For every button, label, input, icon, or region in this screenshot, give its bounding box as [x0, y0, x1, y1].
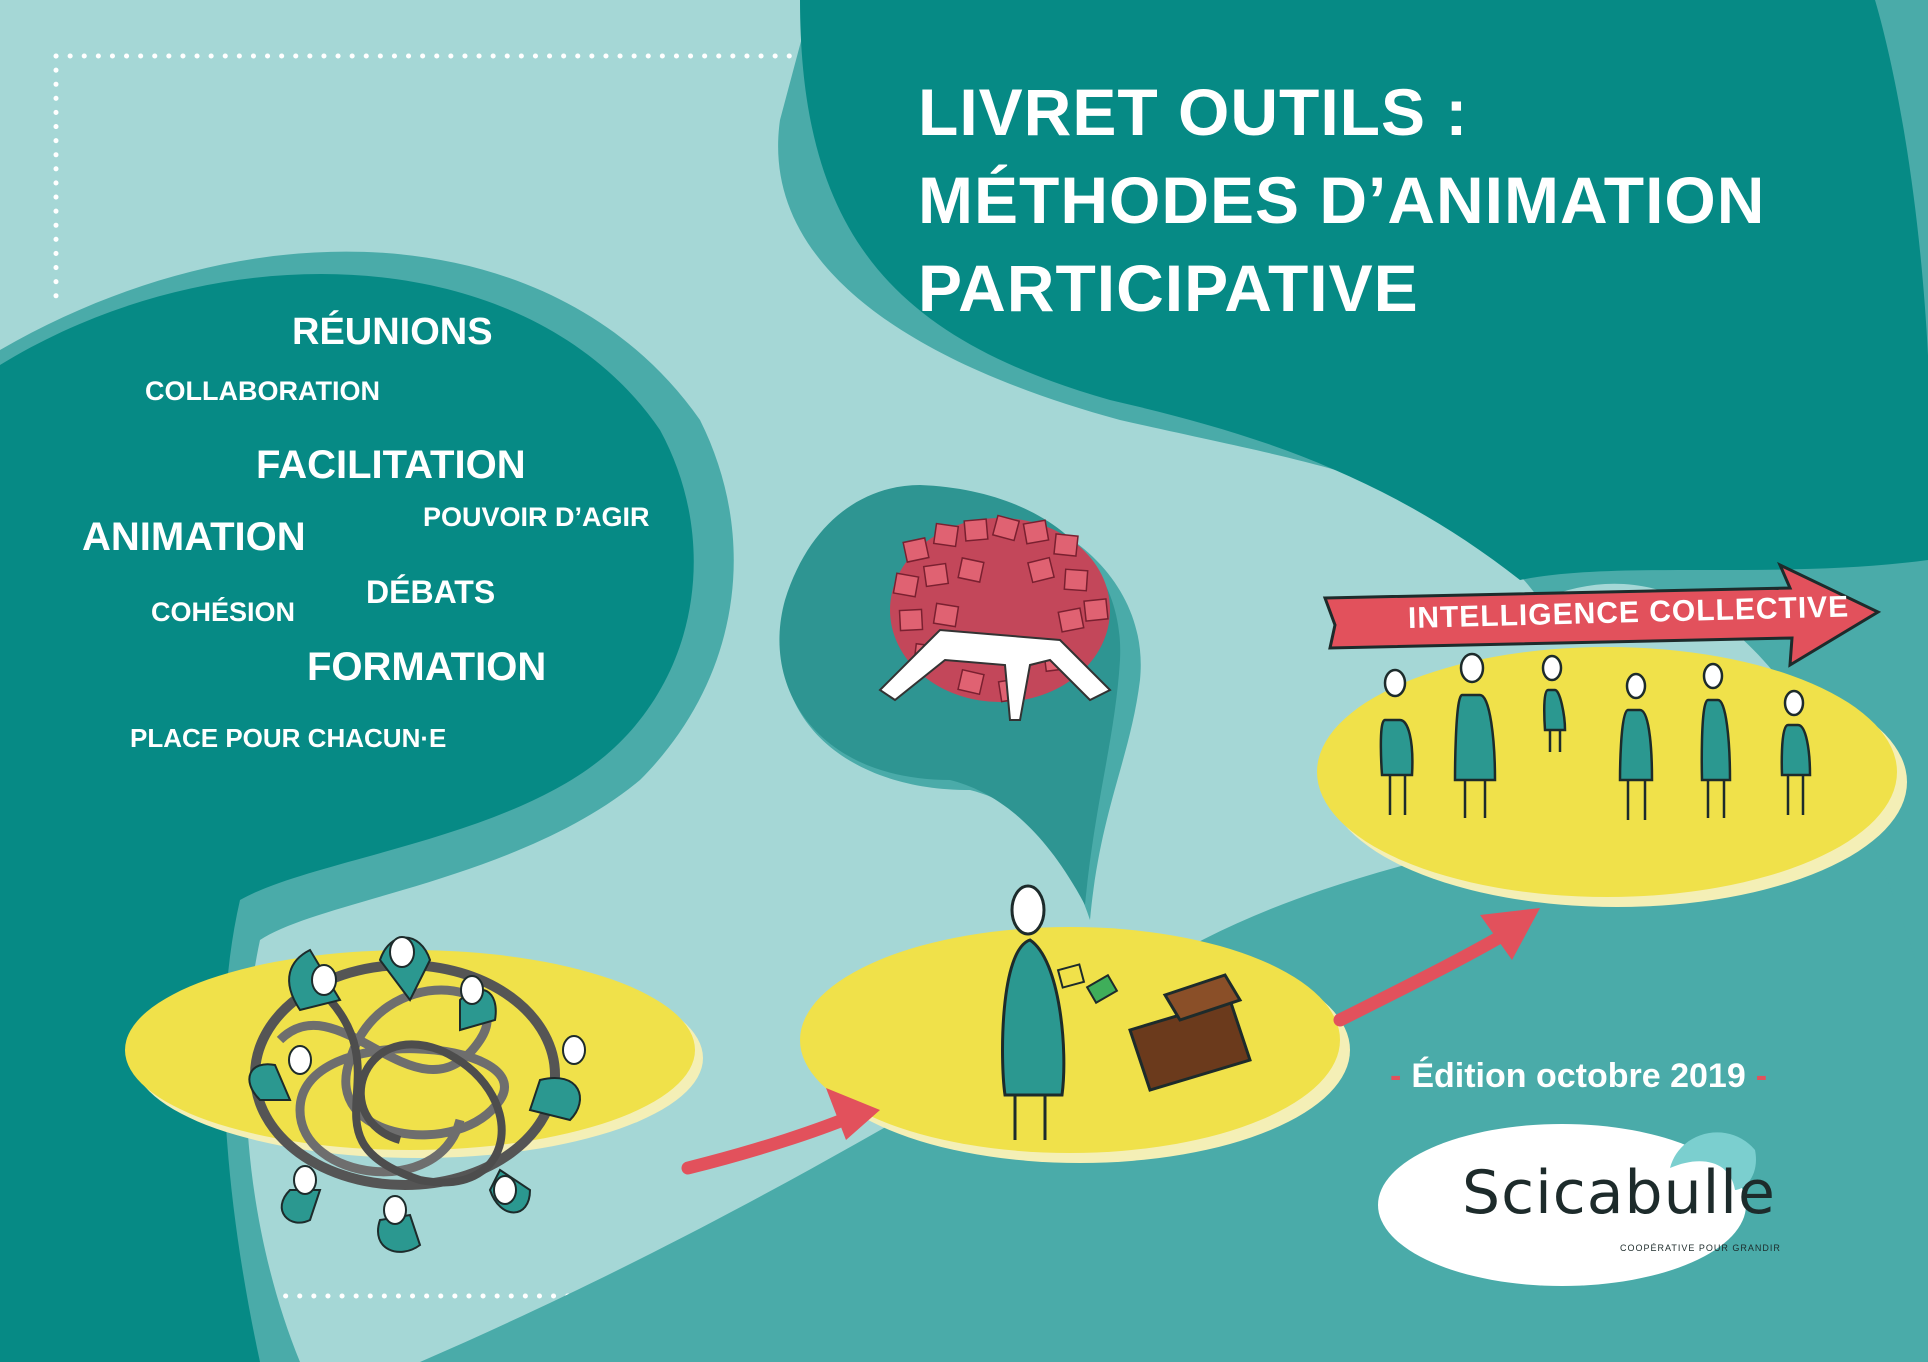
keyword-place-pour-chacun: PLACE POUR CHACUN·E: [130, 723, 447, 753]
title-bubble: [800, 0, 1928, 580]
title-line-1: LIVRET OUTILS :: [918, 75, 1469, 149]
edition-dash-left: -: [1390, 1057, 1402, 1095]
keyword-collaboration: COLLABORATION: [145, 376, 380, 406]
edition-date: Édition octobre 2019: [1411, 1057, 1746, 1095]
logo-swoosh: [1670, 1132, 1756, 1190]
title-line-3: PARTICIPATIVE: [918, 251, 1419, 325]
keyword-facilitation: FACILITATION: [256, 443, 526, 487]
keyword-animation: ANIMATION: [82, 515, 306, 559]
cover-title: LIVRET OUTILS : MÉTHODES D’ANIMATION PAR…: [918, 68, 1765, 332]
keyword-cohesion: COHÉSION: [151, 597, 296, 627]
person-with-suitcase-illustration: [1001, 884, 1252, 1140]
logo-tagline: COOPÉRATIVE POUR GRANDIR: [1620, 1243, 1781, 1253]
dotted-frame-top-left: [53, 53, 803, 303]
keyword-reunions: RÉUNIONS: [292, 311, 493, 353]
title-line-2: MÉTHODES D’ANIMATION: [918, 163, 1766, 237]
keyword-bubble: [0, 273, 694, 1362]
keyword-formation: FORMATION: [307, 645, 547, 689]
collective-banner-illustration: [1322, 561, 1882, 820]
tangled-group-illustration: [248, 936, 586, 1253]
keyword-debats: DÉBATS: [366, 574, 496, 610]
sticky-notes-ball: [878, 514, 1112, 721]
arrow-left-to-middle: [681, 1088, 880, 1175]
logo-ellipse: [1378, 1124, 1746, 1286]
disc-middle: [800, 927, 1340, 1153]
edition-dash-right: -: [1755, 1057, 1768, 1095]
logo-wordmark: Scicabulle: [1462, 1158, 1776, 1228]
keyword-pouvoir-dagir: POUVOIR D’AGIR: [423, 502, 650, 532]
arrow-middle-to-right: [1333, 908, 1540, 1027]
edition-line: - Édition octobre 2019 -: [1390, 1057, 1840, 1096]
